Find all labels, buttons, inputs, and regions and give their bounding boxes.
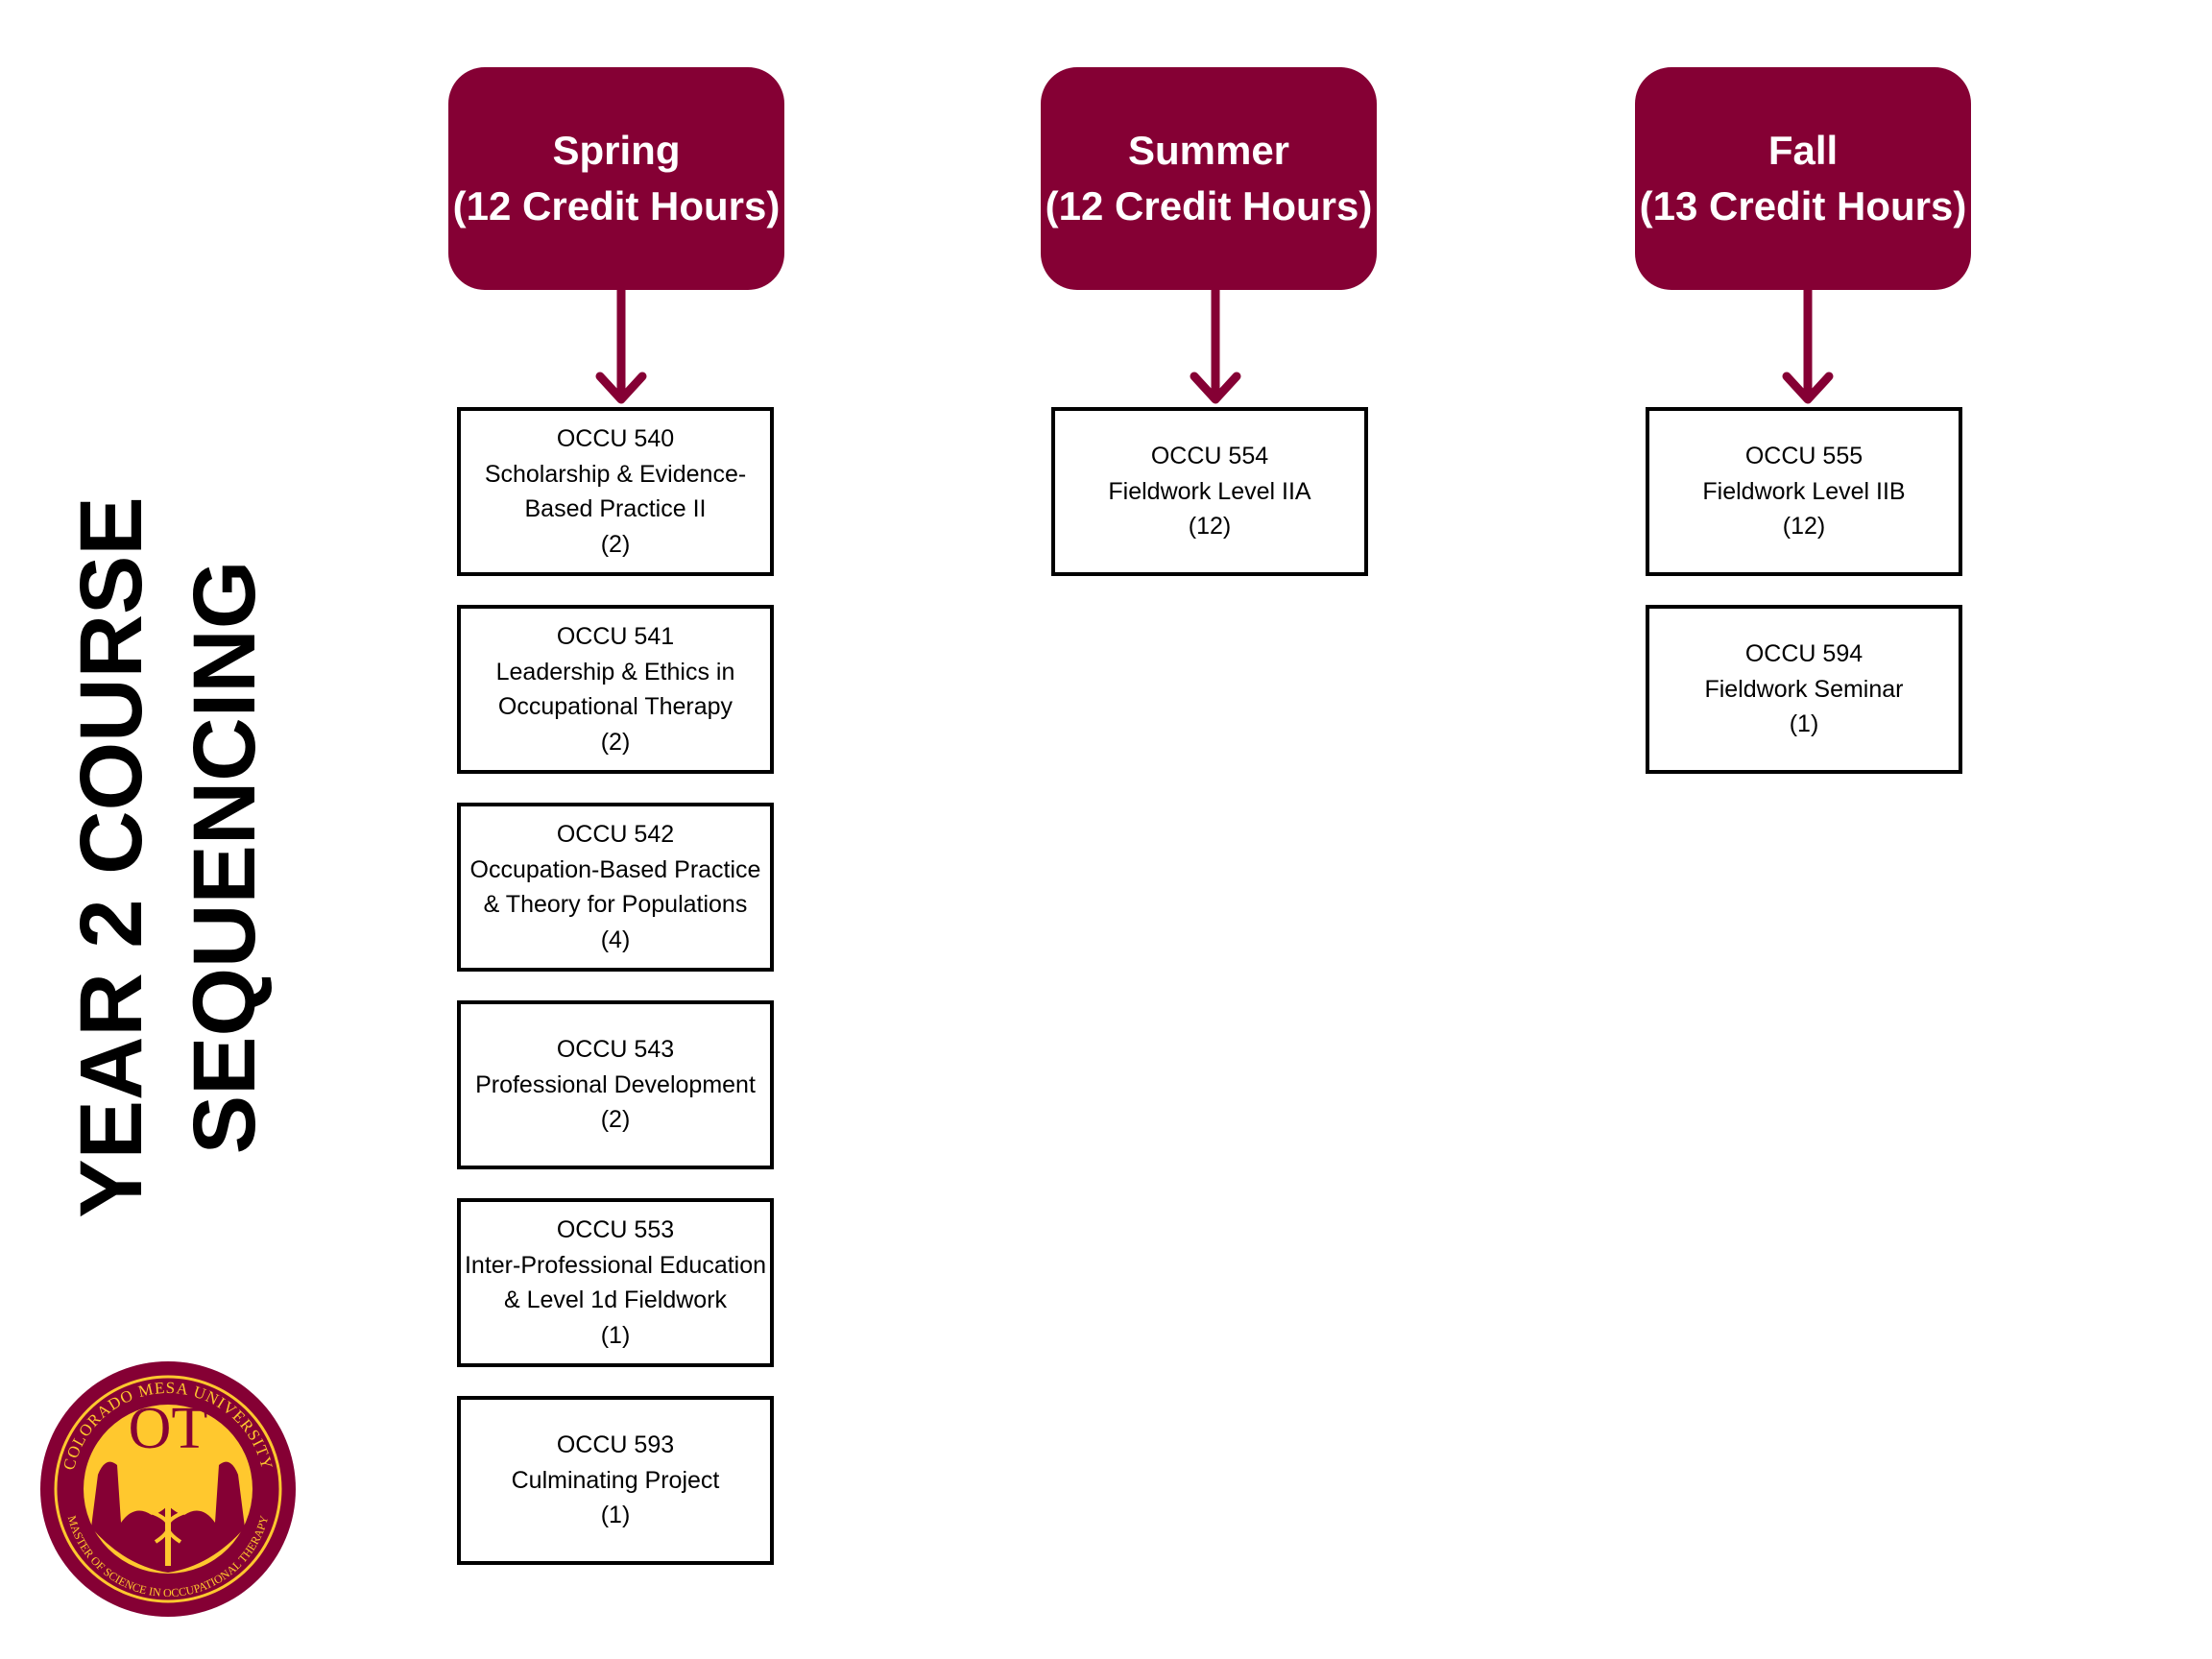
course-code: OCCU 554 [1150,443,1269,470]
course-code: OCCU 594 [1744,640,1863,668]
course-code: OCCU 593 [556,1431,675,1459]
course-title: Fieldwork Seminar [1704,675,1904,703]
course-title: Based Practice II [524,495,707,522]
term-header-spring: Spring (12 Credit Hours) [448,67,784,290]
course-code: OCCU 541 [556,623,675,650]
course-box-occu-594: OCCU 594 Fieldwork Seminar (1) [1646,605,1962,774]
course-title: Leadership & Ethics in [495,658,735,685]
arrow-down-spring [595,288,647,404]
term-name: Spring [552,128,681,173]
course-title: Occupational Therapy [497,693,733,720]
course-credits: (2) [600,728,631,756]
arrow-down-summer [1190,288,1241,404]
course-box-occu-543: OCCU 543 Professional Development (2) [457,1000,774,1169]
course-title: Fieldwork Level IIB [1702,477,1906,505]
term-name: Fall [1767,128,1839,173]
course-credits: (4) [600,926,631,953]
course-code: OCCU 542 [556,821,675,848]
term-header-summer: Summer (12 Credit Hours) [1041,67,1377,290]
term-header-fall: Fall (13 Credit Hours) [1635,67,1971,290]
course-title: Professional Development [475,1070,756,1098]
course-box-occu-553: OCCU 553 Inter-Professional Education & … [457,1198,774,1367]
course-box-occu-555: OCCU 555 Fieldwork Level IIB (12) [1646,407,1962,576]
course-title: Occupation-Based Practice [469,855,761,883]
course-code: OCCU 555 [1744,443,1863,470]
course-credits: (1) [1789,710,1819,738]
logo-ot-mark: OT [129,1396,208,1461]
course-credits: (1) [600,1502,631,1529]
term-credit-hours: (13 Credit Hours) [1639,183,1967,228]
term-credit-hours: (12 Credit Hours) [1045,183,1373,228]
course-code: OCCU 540 [556,425,675,452]
course-credits: (2) [600,1106,631,1134]
course-title: & Level 1d Fieldwork [503,1286,728,1313]
course-title: Inter-Professional Education [464,1251,767,1279]
course-title: Culminating Project [511,1466,720,1494]
page-title-line-1: YEAR 2 COURSE [62,496,160,1218]
page-title-line-2: SEQUENCING [176,560,274,1155]
term-credit-hours: (12 Credit Hours) [452,183,781,228]
arrow-down-fall [1782,288,1834,404]
course-title: Scholarship & Evidence- [484,460,747,488]
course-code: OCCU 543 [556,1036,675,1064]
course-box-occu-540: OCCU 540 Scholarship & Evidence- Based P… [457,407,774,576]
course-credits: (2) [600,530,631,558]
course-box-occu-593: OCCU 593 Culminating Project (1) [457,1396,774,1565]
course-box-occu-554: OCCU 554 Fieldwork Level IIA (12) [1051,407,1368,576]
course-box-occu-542: OCCU 542 Occupation-Based Practice & The… [457,803,774,972]
course-credits: (12) [1188,513,1232,541]
course-code: OCCU 553 [556,1216,675,1243]
term-name: Summer [1127,128,1290,173]
course-title: Fieldwork Level IIA [1108,477,1311,505]
course-credits: (1) [600,1321,631,1349]
caduceus-mesa-icon [91,1451,245,1573]
page-title: YEAR 2 COURSE SEQUENCING [55,496,281,1218]
course-title: & Theory for Populations [483,891,748,918]
course-box-occu-541: OCCU 541 Leadership & Ethics in Occupati… [457,605,774,774]
university-ot-seal-logo: OT COLORADO MESA UNIVERSITY MASTER OF SC… [40,1361,296,1617]
course-credits: (12) [1782,513,1826,541]
